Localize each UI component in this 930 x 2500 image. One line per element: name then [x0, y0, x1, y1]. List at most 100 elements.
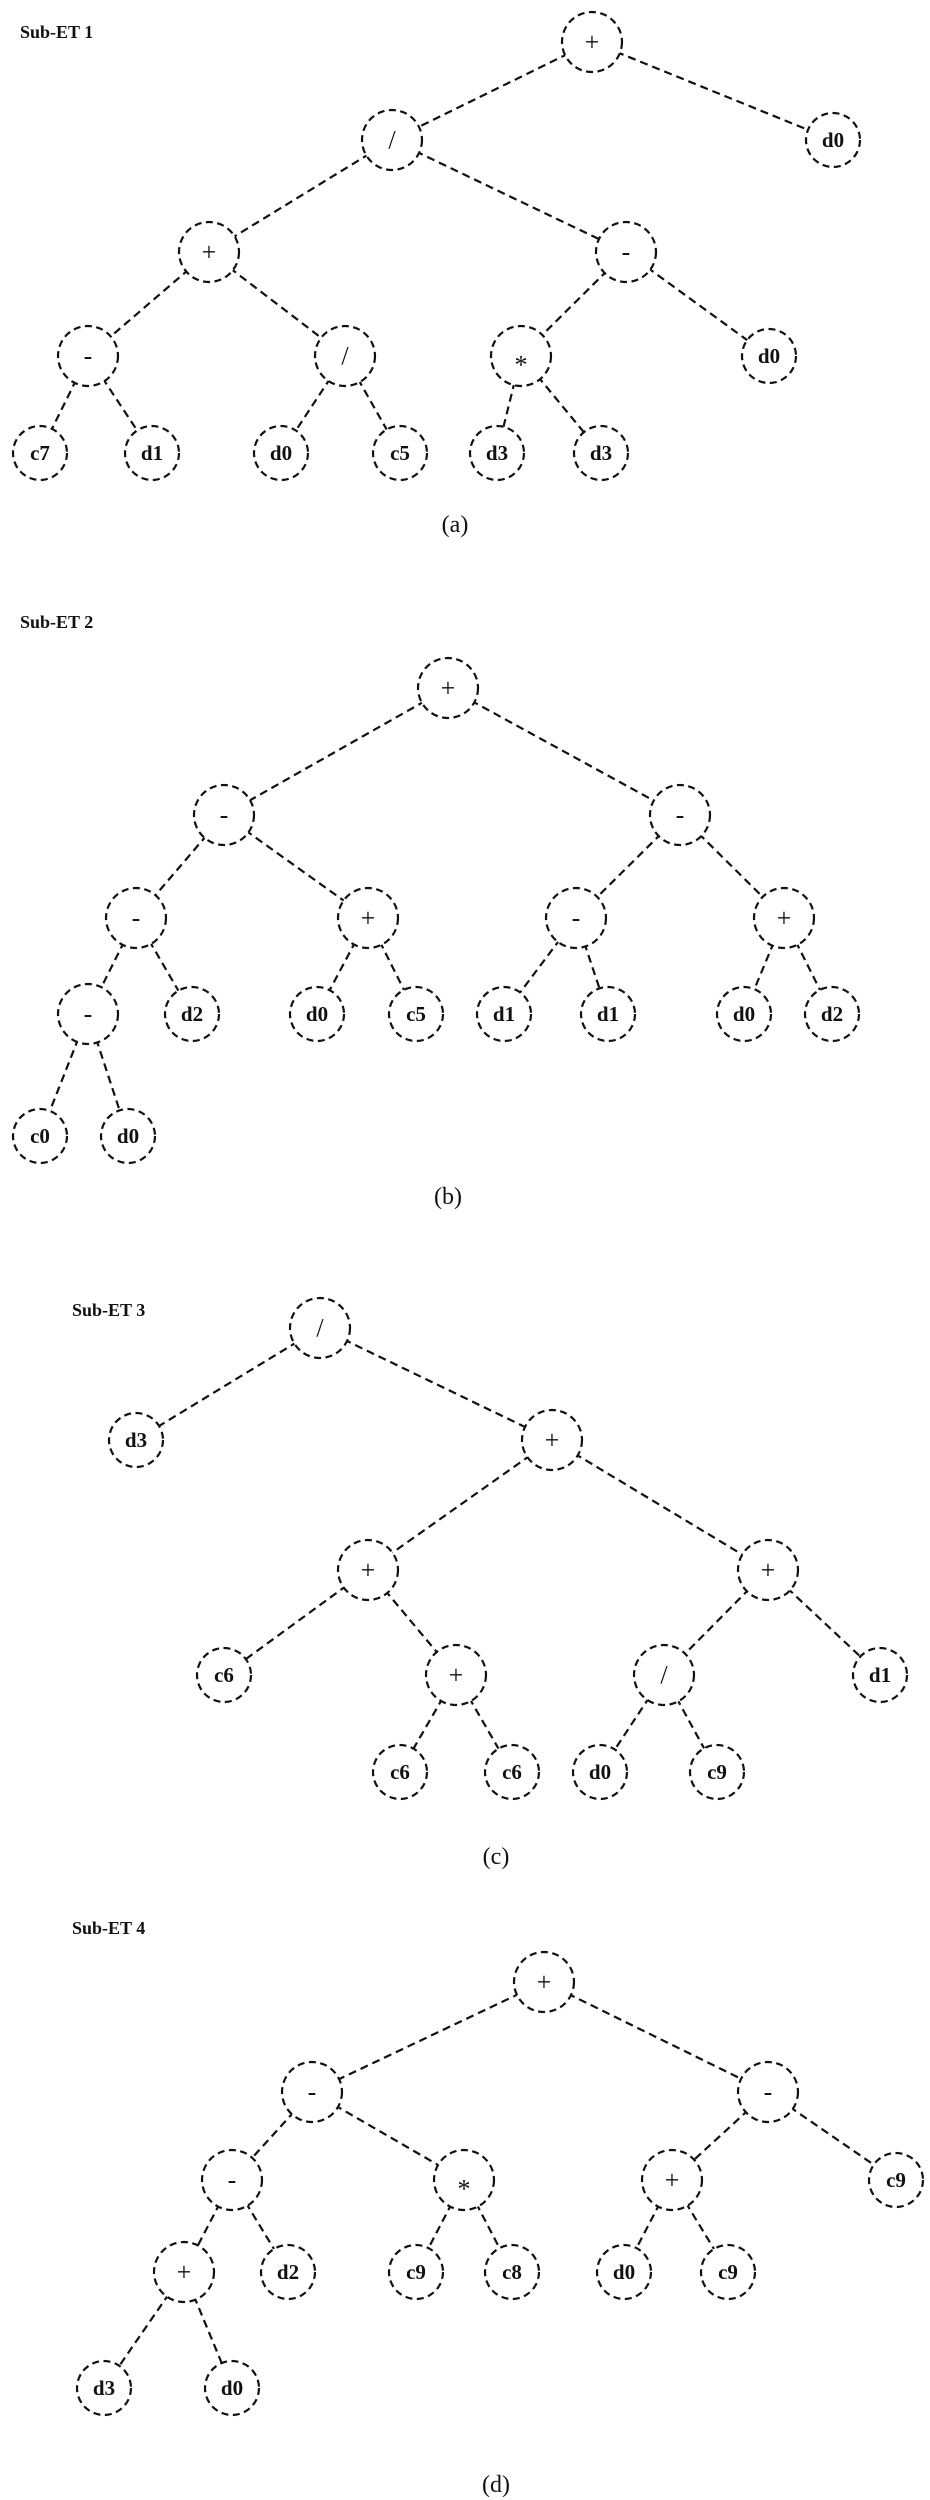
operator-node: +: [152, 2240, 216, 2304]
node-label: -: [622, 238, 631, 267]
node-label: +: [665, 2166, 680, 2195]
node-circle: [371, 424, 429, 482]
node-label: /: [660, 1661, 668, 1690]
node-circle: [280, 2060, 344, 2124]
node-circle: [804, 111, 862, 169]
node-circle: [867, 2151, 925, 2209]
node-circle: [288, 1296, 352, 1360]
node-label: d2: [821, 1002, 843, 1026]
node-circle: [483, 2243, 541, 2301]
node-label: d1: [141, 441, 163, 465]
node-label: d3: [125, 1428, 147, 1452]
terminal-node: d0: [804, 111, 862, 169]
node-label: -: [228, 2166, 237, 2195]
node-circle: [288, 985, 346, 1043]
tree-edge: [391, 41, 593, 141]
node-label: -: [84, 1000, 93, 1029]
node-circle: [252, 424, 310, 482]
node-label: +: [777, 904, 792, 933]
operator-node: +: [736, 1538, 800, 1602]
node-circle: [752, 886, 816, 950]
node-circle: [11, 424, 69, 482]
node-label: +: [585, 28, 600, 57]
terminal-node: d0: [252, 424, 310, 482]
terminal-node: c9: [699, 2243, 757, 2301]
node-circle: [489, 324, 553, 388]
node-circle: [475, 985, 533, 1043]
operator-node: -: [280, 2060, 344, 2124]
terminal-node: d0: [99, 1107, 157, 1165]
node-circle: [104, 886, 168, 950]
terminal-node: d3: [75, 2359, 133, 2417]
node-circle: [520, 1408, 584, 1472]
operator-node: +: [640, 2148, 704, 2212]
node-circle: [177, 220, 241, 284]
node-label: /: [388, 126, 396, 155]
node-label: +: [177, 2258, 192, 2287]
subtree-caption: (d): [482, 2472, 510, 2498]
node-circle: [152, 2240, 216, 2304]
node-circle: [387, 2243, 445, 2301]
node-label: c5: [390, 441, 410, 465]
terminal-node: c0: [11, 1107, 69, 1165]
subtree-title: Sub-ET 3: [72, 1300, 146, 1320]
node-label: +: [537, 1968, 552, 1997]
terminal-node: d0: [288, 985, 346, 1043]
node-label: c6: [390, 1760, 410, 1784]
node-label: -: [84, 342, 93, 371]
terminal-node: d0: [595, 2243, 653, 2301]
node-label: c7: [30, 441, 50, 465]
terminal-node: d3: [107, 1411, 165, 1469]
node-circle: [200, 2148, 264, 2212]
terminal-node: d0: [715, 985, 773, 1043]
operator-node: /: [313, 324, 377, 388]
terminal-node: d0: [571, 1743, 629, 1801]
node-circle: [387, 985, 445, 1043]
node-label: c8: [502, 2260, 522, 2284]
operator-node: +: [520, 1408, 584, 1472]
node-circle: [483, 1743, 541, 1801]
operator-node: +: [424, 1643, 488, 1707]
node-label: d0: [306, 1002, 328, 1026]
node-label: *: [515, 351, 528, 380]
node-label: d1: [493, 1002, 515, 1026]
node-circle: [11, 1107, 69, 1165]
terminal-node: d2: [163, 985, 221, 1043]
tree-edge: [319, 1327, 553, 1441]
operator-node: -: [648, 783, 712, 847]
operator-node: -: [56, 982, 120, 1046]
node-label: d0: [613, 2260, 635, 2284]
node-circle: [715, 985, 773, 1043]
terminal-node: c6: [483, 1743, 541, 1801]
node-circle: [259, 2243, 317, 2301]
tree-edge: [311, 1981, 545, 2093]
terminal-node: c9: [867, 2151, 925, 2209]
node-label: -: [308, 2078, 317, 2107]
subtree-title: Sub-ET 1: [20, 22, 94, 42]
node-label: c6: [214, 1663, 234, 1687]
operator-node: -: [544, 886, 608, 950]
node-label: c9: [718, 2260, 738, 2284]
node-circle: [736, 1538, 800, 1602]
terminal-node: d1: [475, 985, 533, 1043]
node-label: d0: [822, 128, 844, 152]
node-label: c0: [30, 1124, 50, 1148]
node-circle: [595, 2243, 653, 2301]
node-label: d2: [181, 1002, 203, 1026]
node-label: -: [764, 2078, 773, 2107]
operator-node: +: [416, 656, 480, 720]
operator-node: +: [177, 220, 241, 284]
node-circle: [512, 1950, 576, 2014]
operator-node: -: [736, 2060, 800, 2124]
terminal-node: d2: [259, 2243, 317, 2301]
node-label: d3: [590, 441, 612, 465]
operator-node: -: [56, 324, 120, 388]
node-circle: [56, 982, 120, 1046]
operator-node: +: [512, 1950, 576, 2014]
node-circle: [594, 220, 658, 284]
node-label: d0: [758, 344, 780, 368]
node-circle: [572, 424, 630, 482]
node-circle: [75, 2359, 133, 2417]
node-label: c5: [406, 1002, 426, 1026]
